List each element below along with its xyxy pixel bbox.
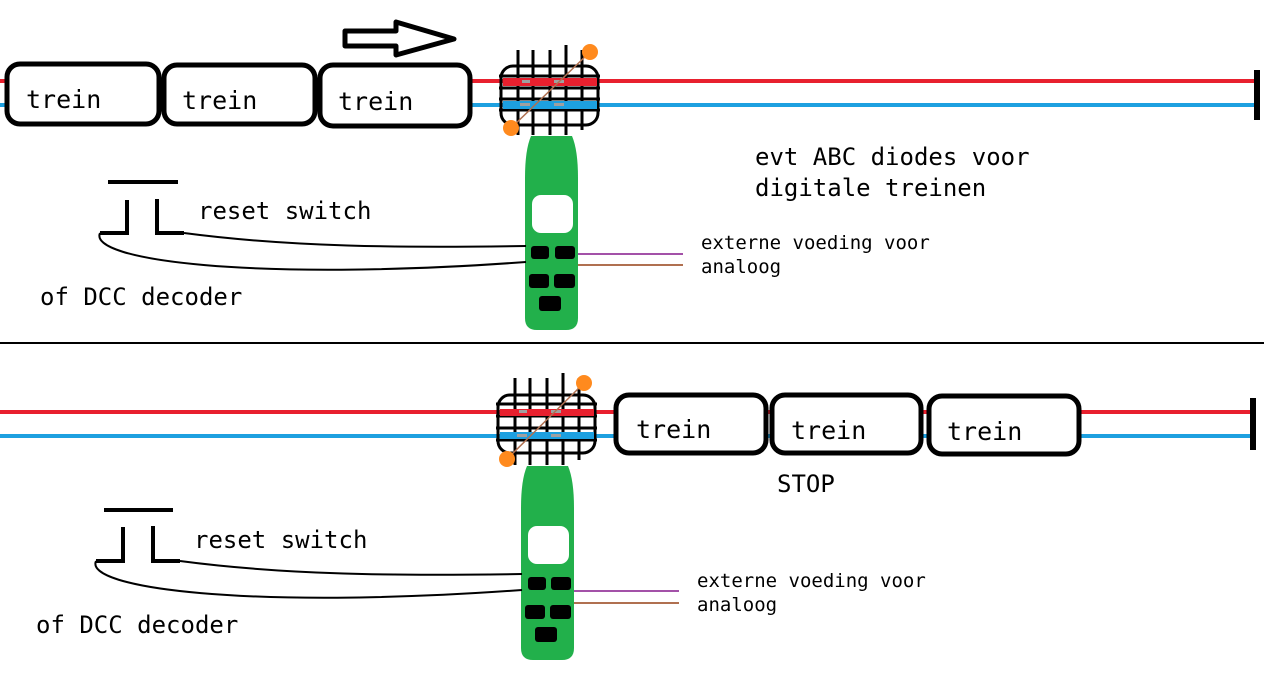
train-car: trein [769, 392, 924, 456]
sensor-dot [503, 120, 519, 136]
decoder-label: of DCC decoder [36, 611, 238, 639]
train-car: trein [613, 392, 769, 456]
switch-wire [98, 232, 527, 271]
panel-before: trein trein trein [0, 19, 1260, 330]
detector-module [521, 466, 574, 660]
reset-switch-icon [96, 508, 180, 563]
decoder-label: of DCC decoder [40, 283, 242, 311]
train-car-label: trein [791, 416, 866, 445]
detector-module [525, 136, 578, 330]
train-car-label: trein [26, 85, 101, 114]
sensor-dot [576, 375, 592, 391]
reset-switch-label: reset switch [194, 526, 367, 554]
power-label-line2: analoog [701, 256, 781, 278]
power-label-line1: externe voeding voor [697, 570, 926, 592]
sensor-grid-icon [499, 44, 600, 136]
train-car: trein [4, 61, 162, 127]
power-label-line1: externe voeding voor [701, 232, 930, 254]
stop-label: STOP [777, 470, 835, 498]
switch-wire [179, 560, 523, 576]
train-car-label: trein [947, 417, 1022, 446]
panel-after: trein trein trein [0, 373, 1256, 660]
note-line1: evt ABC diodes voor [755, 143, 1030, 171]
train-car: trein [161, 62, 318, 127]
train-car-label: trein [182, 86, 257, 115]
sensor-grid-icon [496, 373, 597, 467]
switch-wire [183, 232, 527, 248]
switch-wire [94, 560, 523, 599]
power-label-line2: analoog [697, 594, 777, 616]
train-car: trein [926, 393, 1082, 457]
reset-switch-label: reset switch [198, 197, 371, 225]
train-car-label: trein [636, 415, 711, 444]
train-car-label: trein [338, 87, 413, 116]
right-arrow-icon [342, 19, 457, 58]
sensor-dot [499, 451, 515, 467]
train-car: trein [317, 62, 473, 129]
note-line2: digitale treinen [755, 174, 986, 202]
reset-switch-icon [100, 180, 184, 235]
sensor-dot [582, 44, 598, 60]
